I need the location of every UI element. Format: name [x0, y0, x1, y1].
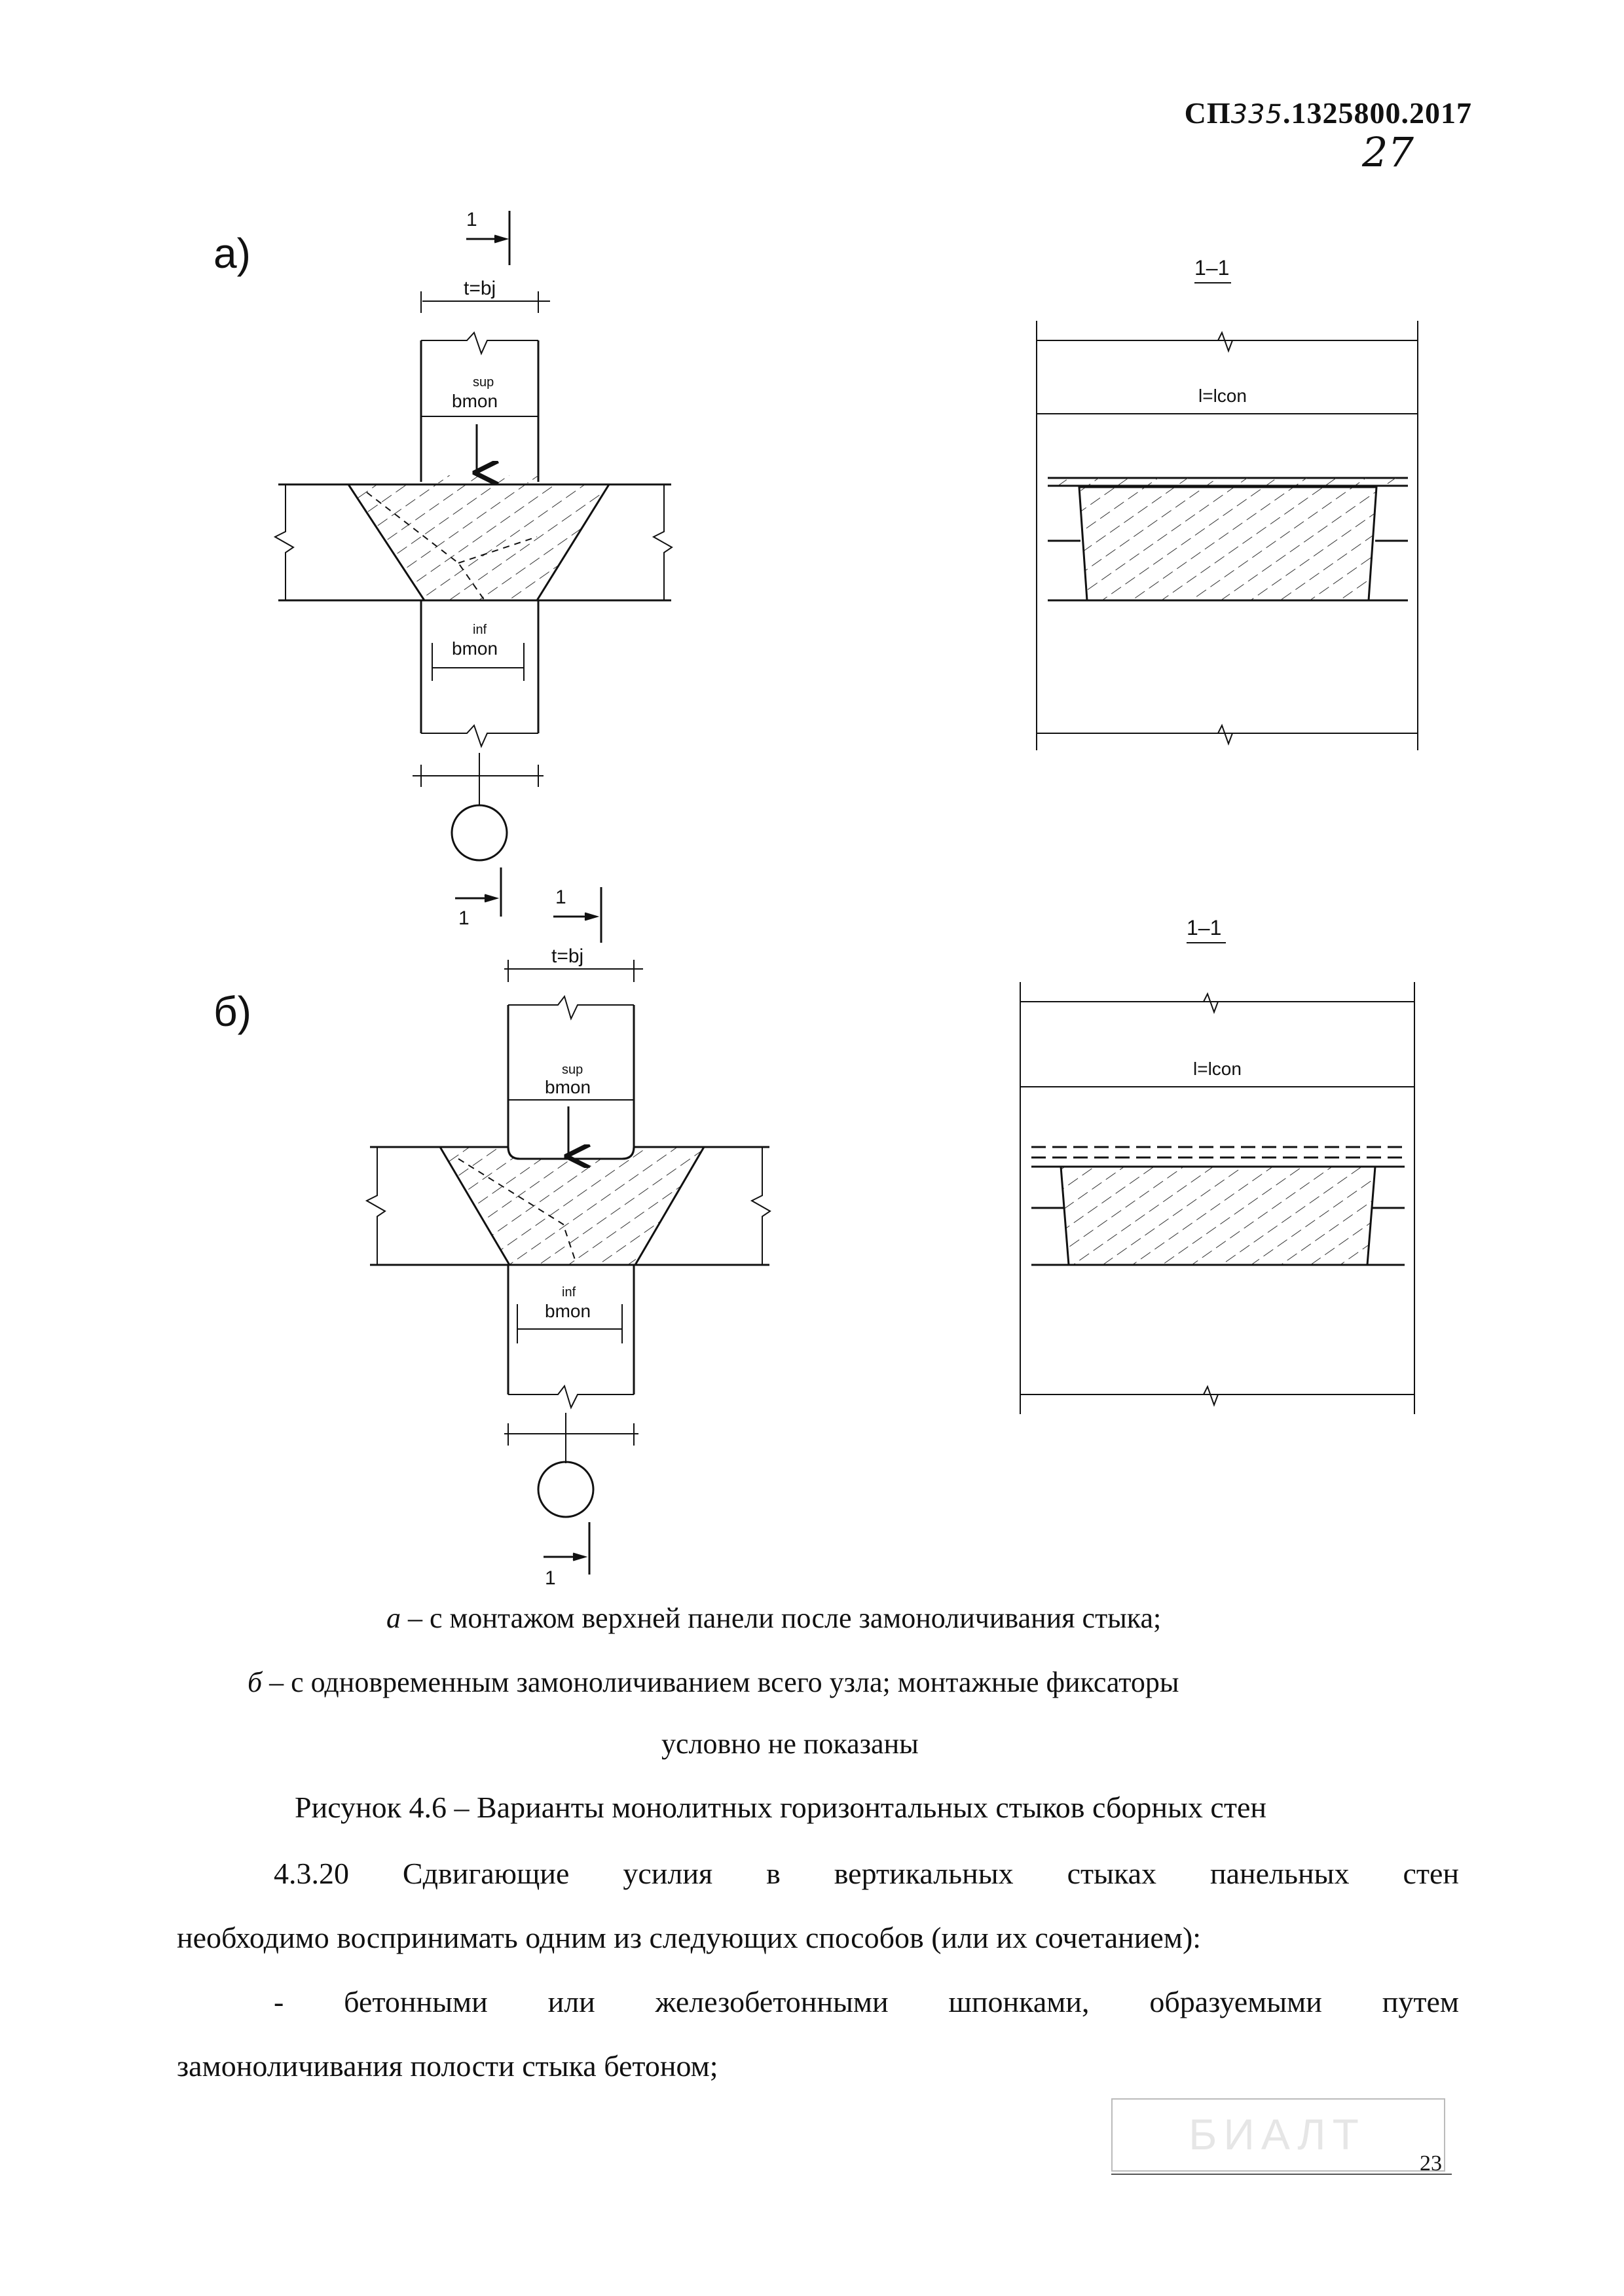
stamp-underline [1111, 2174, 1452, 2175]
panel-b-section-labels: 1–1 l=lcon [1187, 916, 1242, 1079]
handwritten-page-number: 27 [1362, 128, 1414, 176]
panel-b-label: б) [213, 988, 251, 1035]
panel-a-front-labels: 1 t=bj sup bmon inf bmon 1 [452, 209, 498, 929]
section-title-a: 1–1 [1194, 256, 1229, 280]
caption-b-letter: б [248, 1666, 263, 1698]
section-mark-a-bottom: 1 [458, 907, 470, 929]
b-mon-sup-a: bmon [452, 391, 498, 411]
b-mon-inf-a: bmon [452, 638, 498, 659]
paragraph-4-3-20-line2: необходимо воспринимать одним из следующ… [177, 1921, 1202, 1954]
sup-label-a: sup [473, 375, 494, 390]
section-title-b: 1–1 [1187, 916, 1221, 939]
section-mark-b-bottom: 1 [545, 1567, 556, 1589]
panel-b-front-labels: 1 t=bj sup bmon inf bmon 1 [545, 886, 591, 1589]
inf-label-a: inf [473, 623, 487, 637]
section-mark-b-top: 1 [555, 886, 566, 908]
panel-b-front-view [365, 887, 771, 1575]
doc-suffix: .1325800.2017 [1283, 96, 1472, 130]
panel-a-label: а) [213, 230, 251, 277]
document-code: СП335.1325800.2017 [1185, 96, 1472, 130]
dim-l-lcon-a: l=lcon [1198, 386, 1247, 406]
caption-line-b-continued: условно не показаны [661, 1728, 919, 1760]
list-item-dowels-line1: - бетонными или железобетонными шпонками… [274, 1985, 1459, 2018]
doc-prefix: СП [1184, 96, 1231, 130]
dim-t-bj-b: t=bj [551, 945, 583, 967]
caption-line-a: а – с монтажом верхней панели после замо… [386, 1601, 1161, 1635]
dim-t-bj-a: t=bj [464, 278, 496, 299]
inf-label-b: inf [562, 1285, 576, 1300]
sup-label-b: sup [562, 1063, 583, 1077]
caption-b-text: – с одновременным замоноличиванием всего… [262, 1666, 1179, 1698]
paragraph-4-3-20-line1: 4.3.20 Сдвигающие усилия в вертикальных … [274, 1857, 1459, 1890]
page-number: 23 [1420, 2151, 1442, 2176]
b-mon-inf-b: bmon [545, 1301, 591, 1321]
caption-a-text: – с монтажом верхней панели после замоно… [401, 1602, 1162, 1634]
panel-a-section-view [1036, 282, 1418, 750]
section-mark-a-top: 1 [466, 209, 477, 230]
b-mon-sup-b: bmon [545, 1077, 591, 1097]
joint-drawings: 1 t=bj sup bmon inf bmon 1 1–1 l=lcon [273, 209, 1418, 1589]
caption-a-letter: а [386, 1602, 401, 1634]
list-item-dowels-line2: замоноличивания полости стыка бетоном; [177, 2049, 718, 2083]
doc-handwritten-number: 335 [1230, 100, 1283, 130]
archive-stamp-frame [1111, 2098, 1445, 2172]
dim-l-lcon-b: l=lcon [1193, 1059, 1242, 1079]
figure-title: Рисунок 4.6 – Варианты монолитных горизо… [295, 1791, 1266, 1824]
caption-line-b: б – с одновременным замоноличиванием все… [248, 1666, 1179, 1699]
panel-a-section-labels: 1–1 l=lcon [1194, 256, 1247, 406]
archive-stamp: БИАЛТ [1189, 2110, 1365, 2159]
panel-a-front-view [273, 211, 673, 917]
panel-b-section-view [1020, 942, 1415, 1414]
